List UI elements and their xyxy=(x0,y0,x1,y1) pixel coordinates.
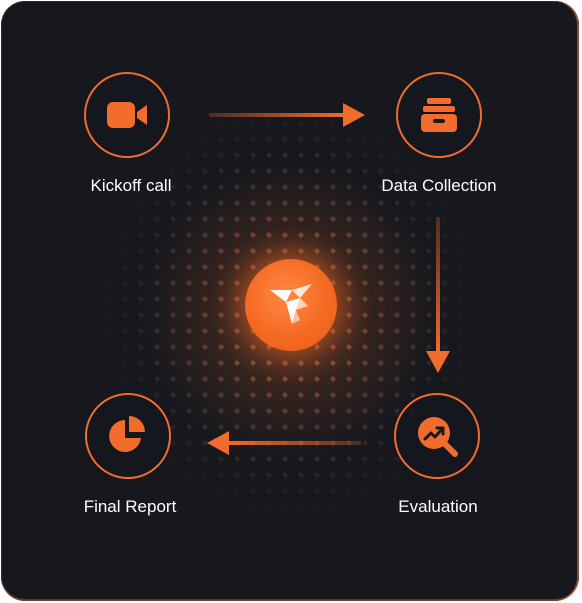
evaluation-label: Evaluation xyxy=(398,497,478,516)
arrow-kickoff-to-data xyxy=(209,103,365,127)
final-report-label: Final Report xyxy=(83,497,177,516)
video-camera-icon xyxy=(107,102,147,128)
evaluation-node xyxy=(394,393,480,479)
final-report-node xyxy=(85,393,171,479)
archive-box-icon xyxy=(421,98,457,132)
data-collection-node xyxy=(396,72,482,158)
data-collection-label: Data Collection xyxy=(381,176,497,195)
pie-chart-icon xyxy=(109,416,145,452)
kickoff-label: Kickoff call xyxy=(90,176,172,195)
origami-bird-logo-icon xyxy=(270,284,312,324)
magnifier-trend-icon xyxy=(418,417,458,457)
arrow-evaluation-to-report xyxy=(207,431,361,455)
center-logo xyxy=(245,259,337,351)
kickoff-node xyxy=(84,72,170,158)
arrow-data-to-evaluation xyxy=(426,217,450,373)
